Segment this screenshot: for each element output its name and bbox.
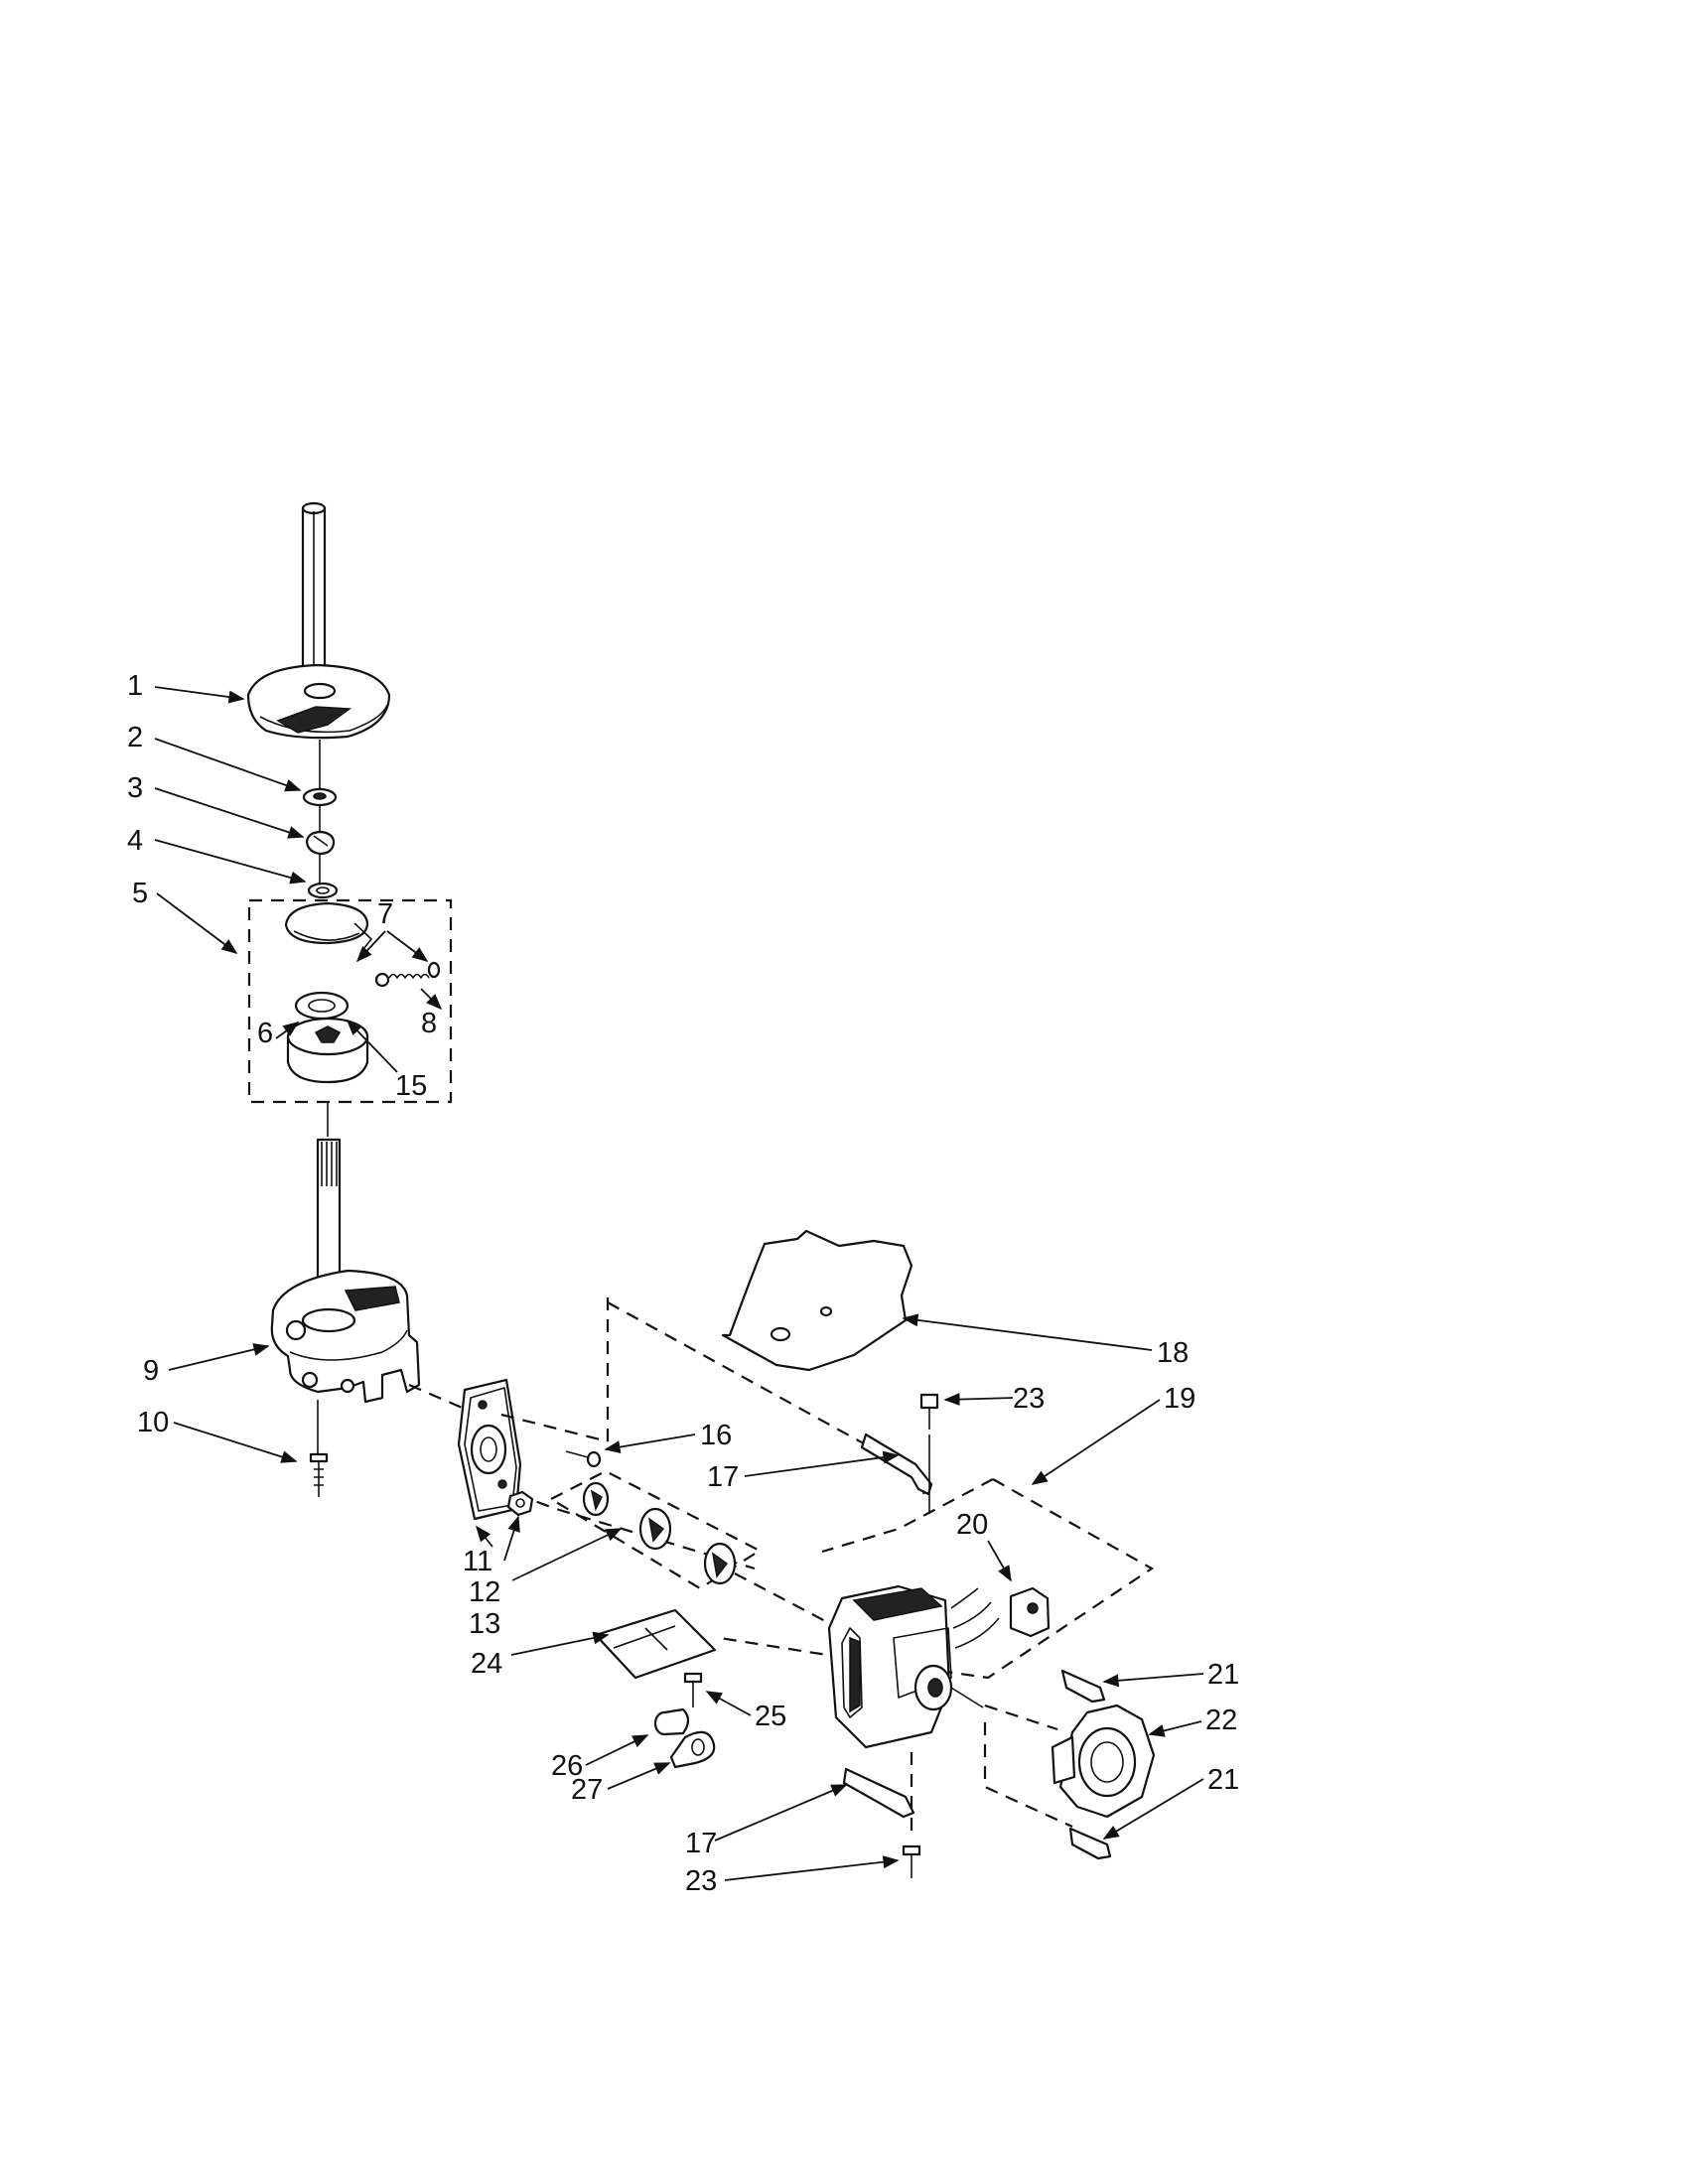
motor-shield xyxy=(721,1229,913,1372)
callout-17-upper: 17 xyxy=(707,1461,739,1493)
clamp xyxy=(669,1730,716,1769)
screw xyxy=(309,1452,329,1497)
leader-lines xyxy=(154,686,1204,1881)
clamp-screw xyxy=(683,1672,703,1707)
motor-switch xyxy=(1009,1586,1051,1638)
callout-24: 24 xyxy=(471,1648,502,1680)
callout-19: 19 xyxy=(1164,1383,1195,1415)
callout-27: 27 xyxy=(571,1774,603,1806)
drive-motor xyxy=(827,1584,1000,1749)
clip-screw-lower xyxy=(902,1844,921,1878)
brake-cam-ring xyxy=(294,991,350,1021)
callout-13: 13 xyxy=(469,1608,500,1640)
gearcase xyxy=(270,1269,421,1454)
callout-21-lower: 21 xyxy=(1207,1764,1239,1796)
callout-7: 7 xyxy=(377,898,393,930)
drive-shaft-upper xyxy=(301,501,327,699)
callout-16: 16 xyxy=(700,1420,732,1451)
motor-clip-lower xyxy=(842,1767,915,1819)
retaining-clip xyxy=(305,830,336,856)
callout-6: 6 xyxy=(257,1018,273,1049)
grommet xyxy=(653,1707,690,1736)
callout-15: 15 xyxy=(395,1070,427,1102)
callout-12: 12 xyxy=(469,1576,500,1608)
callout-11: 11 xyxy=(463,1546,492,1577)
callout-25: 25 xyxy=(755,1701,786,1732)
callout-9: 9 xyxy=(143,1355,159,1387)
callout-21-upper: 21 xyxy=(1207,1659,1239,1691)
callout-17-lower: 17 xyxy=(685,1828,717,1859)
pump-clip-lower xyxy=(1068,1827,1112,1860)
cam-plate xyxy=(246,663,391,898)
callout-18: 18 xyxy=(1157,1337,1189,1369)
water-pump xyxy=(1051,1704,1156,1819)
gasket xyxy=(594,1608,717,1680)
callout-5: 5 xyxy=(132,878,148,909)
hex-nut xyxy=(506,1490,534,1517)
callout-20: 20 xyxy=(956,1509,988,1541)
callout-4: 4 xyxy=(127,825,143,857)
coupler-hub xyxy=(582,1481,610,1517)
callout-1: 1 xyxy=(127,670,143,702)
callout-10: 10 xyxy=(137,1407,169,1438)
coupler-disk xyxy=(638,1507,672,1551)
washer xyxy=(302,787,338,807)
bolt xyxy=(565,1450,602,1468)
callout-8: 8 xyxy=(421,1008,437,1039)
clip-screw xyxy=(919,1393,939,1514)
pump-clip-upper xyxy=(1060,1669,1106,1704)
callout-23-lower: 23 xyxy=(685,1865,717,1897)
callout-22: 22 xyxy=(1205,1705,1237,1736)
brake-band xyxy=(284,901,372,950)
callout-23-upper: 23 xyxy=(1013,1383,1045,1415)
callout-2: 2 xyxy=(127,722,143,753)
motor-clip xyxy=(860,1433,933,1496)
thrust-washer xyxy=(307,882,339,899)
callout-3: 3 xyxy=(127,772,143,804)
coupler-hub-motor xyxy=(703,1542,737,1585)
brake-spring xyxy=(374,961,441,988)
callout-26: 26 xyxy=(551,1750,583,1782)
